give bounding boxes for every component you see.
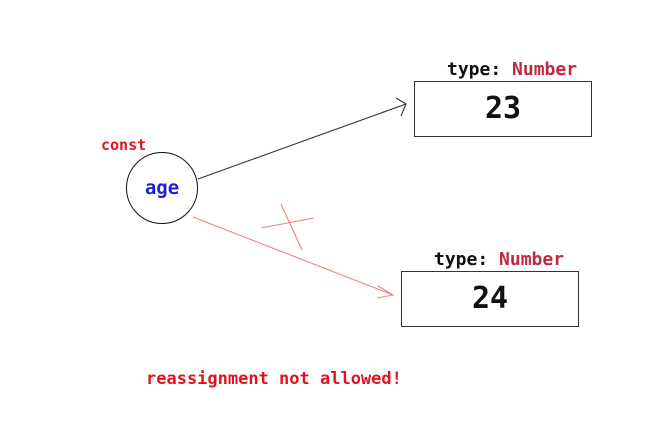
value-type-label: type: Number <box>447 61 577 79</box>
type-key: type: <box>434 249 489 270</box>
value-type-label: type: Number <box>434 251 564 269</box>
binding-arrow-invalid <box>192 216 394 296</box>
type-name: Number <box>499 249 565 270</box>
variable-node: age <box>126 152 198 224</box>
value-box-rejected: 24 <box>401 271 579 327</box>
binding-arrow-invalid-head <box>376 285 395 299</box>
binding-arrow-valid-head <box>395 97 407 117</box>
cross-mark-stroke-2 <box>280 203 303 251</box>
value-text: 24 <box>471 281 509 316</box>
value-box-current: 23 <box>414 81 592 137</box>
cross-mark-stroke-1 <box>260 217 315 229</box>
binding-arrow-valid <box>197 103 407 180</box>
error-message: reassignment not allowed! <box>146 369 402 389</box>
value-text: 23 <box>484 91 522 126</box>
type-key: type: <box>447 59 502 80</box>
type-name: Number <box>512 59 578 80</box>
const-keyword-label: const <box>101 136 147 154</box>
variable-name: age <box>144 176 180 199</box>
